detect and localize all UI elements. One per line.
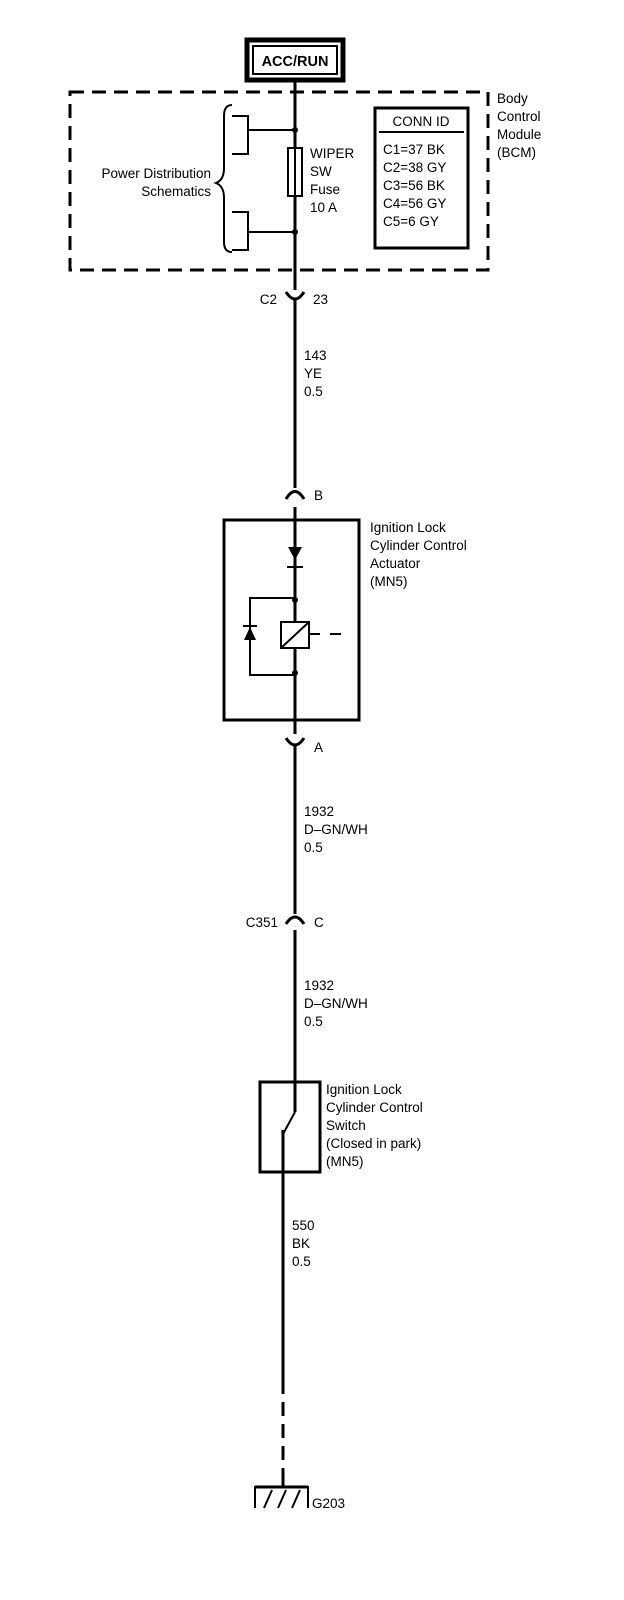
switch-label: (MN5): [326, 1154, 364, 1169]
wire-color: BK: [292, 1236, 310, 1251]
wire-circuit: 550: [292, 1218, 315, 1233]
bcm-name-line: Control: [497, 109, 541, 124]
switch-label: Ignition Lock: [326, 1082, 402, 1097]
conn-id-row: C4=56 GY: [383, 196, 446, 211]
conn-id-header: CONN ID: [393, 114, 450, 129]
fuse-label: 10 A: [310, 200, 337, 215]
connector-a: A: [284, 720, 323, 755]
wire-circuit: 1932: [304, 978, 334, 993]
switch-label: (Closed in park): [326, 1136, 421, 1151]
wire-color: D–GN/WH: [304, 996, 368, 1011]
wire-size: 0.5: [304, 840, 323, 855]
power-distribution-label: Power Distribution: [101, 166, 211, 181]
connector-b: B: [284, 488, 323, 520]
wire-size: 0.5: [304, 384, 323, 399]
wire-143: 143 YE 0.5: [293, 300, 327, 488]
wire-1932-lower: 1932 D–GN/WH 0.5: [293, 944, 368, 1082]
conn-id-table: CONN ID C1=37 BK C2=38 GY C3=56 BK C4=56…: [373, 106, 470, 250]
bcm-name-line: Module: [497, 127, 541, 142]
power-source-box: ACC/RUN: [244, 37, 346, 83]
wire-circuit: 143: [304, 348, 327, 363]
switch: Ignition Lock Cylinder Control Switch (C…: [258, 1080, 423, 1174]
ground-label: G203: [312, 1496, 345, 1511]
bcm-boundary: [68, 90, 490, 272]
conn-id-row: C1=37 BK: [383, 142, 445, 157]
wire-circuit: 1932: [304, 804, 334, 819]
conn-id-row: C5=6 GY: [383, 214, 439, 229]
fuse-label: SW: [310, 164, 332, 179]
fuse-label: Fuse: [310, 182, 340, 197]
conn-id-row: C2=38 GY: [383, 160, 446, 175]
power-source-label: ACC/RUN: [262, 54, 329, 70]
actuator-label: Actuator: [370, 556, 421, 571]
connector-c2-name: C2: [260, 292, 277, 307]
switch-label: Cylinder Control: [326, 1100, 423, 1115]
fuse: WIPER SW Fuse 10 A: [287, 80, 355, 290]
power-distribution-label: Schematics: [141, 184, 211, 199]
conn-id-row: C3=56 BK: [383, 178, 445, 193]
wire-550: 550 BK 0.5: [281, 1172, 315, 1480]
wire-color: D–GN/WH: [304, 822, 368, 837]
wire-size: 0.5: [292, 1254, 311, 1269]
connector-c351-name: C351: [246, 915, 278, 930]
connector-c351-pin: C: [314, 915, 324, 930]
ground-symbol: G203: [254, 1480, 345, 1511]
actuator-label: Ignition Lock: [370, 520, 446, 535]
connector-c2: C2 23: [260, 291, 328, 307]
wire-size: 0.5: [304, 1014, 323, 1029]
bcm-name-line: (BCM): [497, 145, 536, 160]
wire-color: YE: [304, 366, 322, 381]
bcm-name: Body Control Module (BCM): [497, 91, 541, 160]
connector-b-pin: B: [314, 488, 323, 503]
actuator-label: (MN5): [370, 574, 408, 589]
power-distribution-brace: Power Distribution Schematics: [101, 104, 295, 253]
connector-c2-pin: 23: [313, 292, 328, 307]
connector-a-pin: A: [314, 740, 323, 755]
connector-c351: C351 C: [246, 915, 324, 944]
actuator: Ignition Lock Cylinder Control Actuator …: [222, 518, 467, 722]
fuse-label: WIPER: [310, 146, 355, 161]
wire-1932-upper: 1932 D–GN/WH 0.5: [293, 746, 368, 914]
bcm-name-line: Body: [497, 91, 528, 106]
switch-label: Switch: [326, 1118, 366, 1133]
actuator-label: Cylinder Control: [370, 538, 467, 553]
